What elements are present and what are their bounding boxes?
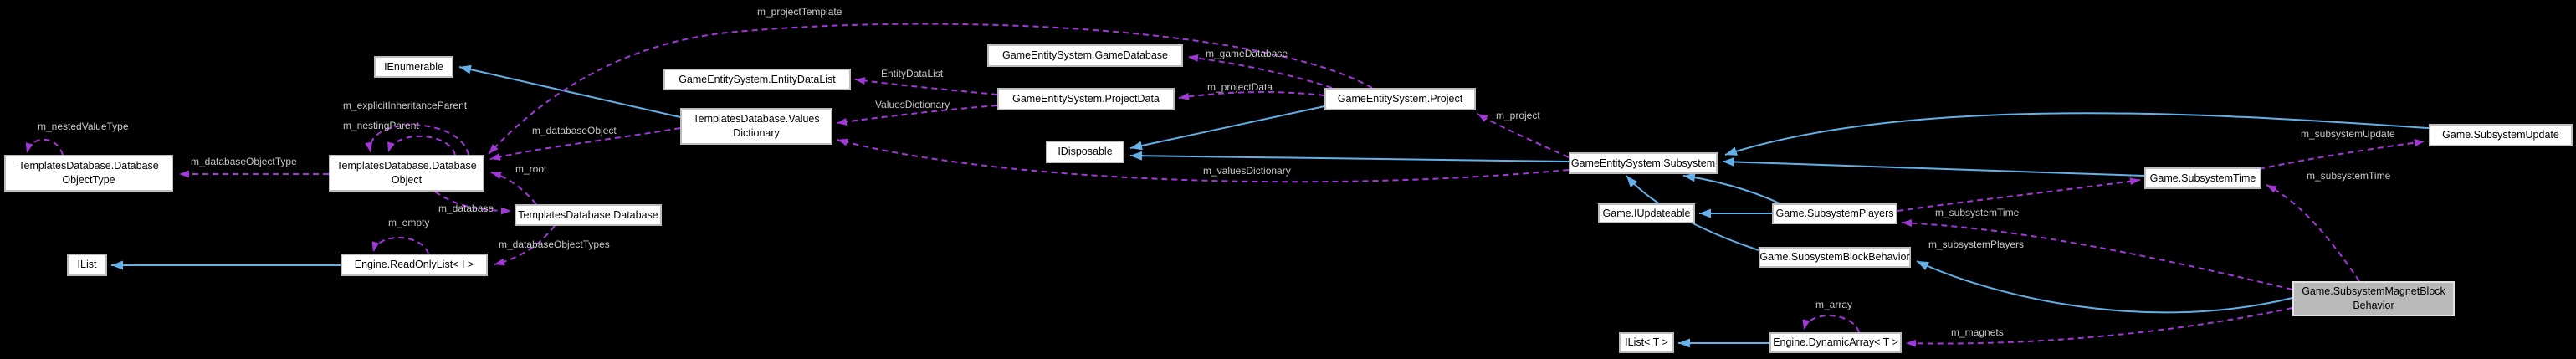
class-node-ilist-t[interactable]: IList< T > — [1619, 332, 1674, 353]
class-node-projectdata[interactable]: GameEntitySystem.ProjectData — [997, 88, 1175, 110]
edge-m_explicitInheritanceParent — [365, 124, 469, 156]
class-node-label: Game.SubsystemMagnetBlock — [2302, 285, 2445, 298]
edge-label-m_nestingParent: m_nestingParent — [343, 120, 419, 131]
edge-project-inherits-idisposable — [1129, 105, 1325, 151]
class-node-label: Game.SubsystemTime — [2149, 172, 2256, 184]
class-node-entitydatalist[interactable]: GameEntitySystem.EntityDataList — [663, 69, 851, 90]
class-node-label: ObjectType — [62, 174, 115, 186]
edge-m_subsystemUpdate — [2258, 139, 2425, 170]
edge-valuesdictionary-inherits-ienumerable — [458, 64, 681, 118]
edge-label-m_project: m_project — [1496, 110, 1540, 121]
class-node-label: Engine.DynamicArray< T > — [1773, 336, 1898, 349]
edge-label-m_databaseObjectType: m_databaseObjectType — [191, 156, 297, 167]
edge-m_database — [434, 191, 512, 215]
class-node-label: TemplatesDatabase.Values — [693, 113, 820, 126]
edge-label-m_subsystemTime: m_subsystemTime — [1935, 207, 2020, 218]
edge-m_valuesDictionary — [837, 138, 1570, 183]
class-node-database[interactable]: TemplatesDatabase.Database — [515, 204, 662, 226]
edge-m_project — [1477, 113, 1570, 158]
edge-subsystemtime-inherits-subsystem — [1722, 156, 2145, 177]
class-node-label: Game.IUpdateable — [1602, 207, 1691, 219]
edge-label-m_empty: m_empty — [388, 217, 430, 228]
edge-label-m_magnets: m_magnets — [1951, 326, 2004, 338]
class-node-label: Behavior — [2353, 300, 2394, 311]
edge-subsystem-inherits-idisposable — [1129, 151, 1570, 162]
edge-m_nestingParent — [387, 135, 456, 156]
class-node-label: IList< T > — [1625, 336, 1668, 349]
edge-m_databaseObjectTypes — [494, 225, 556, 266]
edge-label-m_projectData: m_projectData — [1207, 81, 1273, 93]
edge-label-m_subsystemUpdate: m_subsystemUpdate — [2301, 128, 2395, 140]
edge-label-m_databaseObjectTypes: m_databaseObjectTypes — [499, 238, 610, 250]
class-node-dynamicarray[interactable]: Engine.DynamicArray< T > — [1769, 332, 1902, 353]
class-node-label: Object — [391, 174, 423, 186]
class-node-label: Dictionary — [733, 127, 780, 139]
edge-label-m_subsystemTime: m_subsystemTime — [2307, 170, 2391, 182]
class-node-label: GameEntitySystem.Subsystem — [1570, 156, 1716, 169]
edge-label-ValuesDictionary: ValuesDictionary — [875, 99, 950, 110]
class-node-readonlylist[interactable]: Engine.ReadOnlyList< I > — [341, 254, 488, 276]
class-node-label: GameEntitySystem.GameDatabase — [1002, 49, 1168, 62]
edge-m_subsystemTime — [2266, 184, 2360, 282]
edge-label-m_databaseObject: m_databaseObject — [532, 125, 617, 136]
class-node-project[interactable]: GameEntitySystem.Project — [1324, 88, 1476, 110]
edge-label-m_root: m_root — [515, 163, 547, 175]
class-node-label: TemplatesDatabase.Database — [336, 160, 477, 172]
class-node-label: TemplatesDatabase.Database — [18, 160, 159, 172]
edge-label-m_array: m_array — [1815, 299, 1853, 310]
class-node-ilist[interactable]: IList — [67, 254, 107, 276]
class-node-iupdateable[interactable]: Game.IUpdateable — [1598, 203, 1695, 223]
edge-ValuesDictionary — [836, 105, 998, 126]
class-node-label: IEnumerable — [384, 60, 443, 73]
class-node-subsystem[interactable]: GameEntitySystem.Subsystem — [1569, 152, 1718, 174]
edge-magnetblockbehavior-inherits-subsystemblockbehavior — [1916, 260, 2293, 314]
edge-label-m_database: m_database — [438, 203, 494, 214]
class-node-label: GameEntitySystem.Project — [1337, 93, 1463, 105]
class-node-label: TemplatesDatabase.Database — [518, 208, 658, 221]
class-node-label: Engine.ReadOnlyList< I > — [354, 259, 474, 271]
class-node-ienumerable[interactable]: IEnumerable — [374, 56, 453, 78]
class-node-gamedatabase[interactable]: GameEntitySystem.GameDatabase — [987, 44, 1183, 67]
edge-m_empty — [371, 237, 429, 254]
class-node-label: IDisposable — [1058, 146, 1113, 158]
edge-m_nestedValueType — [25, 138, 64, 156]
class-node-subsystemtime[interactable]: Game.SubsystemTime — [2144, 167, 2261, 189]
class-node-label: Game.SubsystemUpdate — [2442, 129, 2559, 141]
class-node-idisposable[interactable]: IDisposable — [1046, 141, 1124, 163]
class-node-label: Game.SubsystemPlayers — [1775, 208, 1894, 220]
edge-label-m_explicitInheritanceParent: m_explicitInheritanceParent — [343, 100, 468, 111]
edge-m_projectData — [1178, 91, 1325, 100]
edge-m_magnets — [1905, 307, 2293, 347]
edge-m_subsystemPlayers — [1901, 219, 2293, 290]
edge-m_databaseObject — [489, 127, 681, 161]
class-node-label: Game.SubsystemBlockBehavior — [1759, 251, 1910, 264]
edge-label-m_subsystemPlayers: m_subsystemPlayers — [1928, 238, 2025, 250]
edge-label-EntityDataList: EntityDataList — [881, 68, 944, 79]
edge-label-m_valuesDictionary: m_valuesDictionary — [1203, 165, 1291, 177]
edge-EntityDataList — [854, 77, 998, 95]
class-node-label: IList — [77, 259, 97, 271]
class-node-label: GameEntitySystem.ProjectData — [1012, 93, 1160, 105]
edge-m_gameDatabase — [1187, 54, 1333, 89]
edge-m_array — [1802, 315, 1860, 333]
edge-label-m_projectTemplate: m_projectTemplate — [757, 6, 842, 18]
class-node-subsystemupdate[interactable]: Game.SubsystemUpdate — [2429, 124, 2573, 146]
class-node-label: GameEntitySystem.EntityDataList — [679, 73, 836, 85]
edge-subsystemupdate-inherits-subsystem — [1724, 112, 2430, 156]
edge-label-m_gameDatabase: m_gameDatabase — [1206, 48, 1288, 59]
edge-subsystemplayers-inherits-subsystem — [1682, 172, 1780, 204]
edge-m_subsystemTime — [1897, 177, 2141, 212]
edge-m_projectTemplate — [488, 23, 1373, 155]
class-node-subsystemplayers[interactable]: Game.SubsystemPlayers — [1772, 203, 1897, 224]
edge-label-m_nestedValueType: m_nestedValueType — [38, 121, 129, 132]
edge-m_root — [490, 172, 537, 205]
class-node-subsystemblockbehavior[interactable]: Game.SubsystemBlockBehavior — [1759, 247, 1911, 268]
